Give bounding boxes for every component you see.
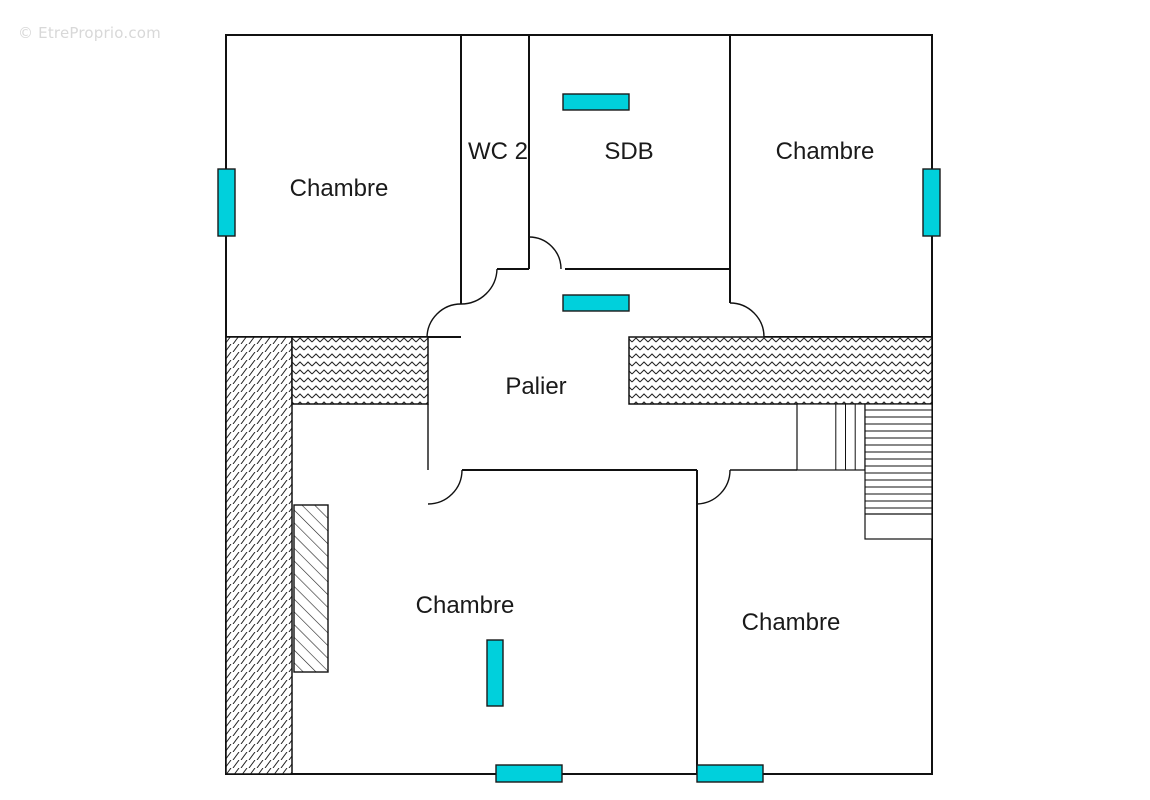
door-arc-chambre-tr — [729, 302, 765, 338]
door-arc-chambre-tl — [460, 268, 498, 305]
watermark: © EtreProprio.com — [18, 24, 161, 42]
label-chambre-top-left: Chambre — [290, 175, 389, 202]
door-arc-palier-left — [426, 303, 462, 339]
radiator-chambre-bc — [486, 639, 504, 707]
hatch-left-horizontal — [291, 336, 429, 405]
radiator-sdb — [562, 93, 630, 111]
label-sdb: SDB — [604, 138, 653, 165]
door-arc-chambre-br — [696, 469, 731, 505]
hatch-right-horizontal — [628, 336, 933, 405]
radiator-chambre-tr — [922, 168, 941, 237]
label-wc2: WC 2 — [468, 138, 528, 165]
chimney-block — [293, 504, 329, 673]
radiator-bottom-left — [495, 764, 563, 783]
hatch-left-vertical — [225, 336, 293, 775]
label-chambre-bottom-right: Chambre — [742, 609, 841, 636]
door-arc-wc — [528, 236, 562, 270]
radiator-bottom-right — [696, 764, 764, 783]
radiator-chambre-tl — [217, 168, 236, 237]
door-arc-chambre-bc — [427, 469, 463, 505]
label-chambre-bottom-center: Chambre — [416, 592, 515, 619]
staircase — [796, 403, 933, 540]
label-palier: Palier — [505, 373, 566, 400]
radiator-palier — [562, 294, 630, 312]
label-chambre-top-right: Chambre — [776, 138, 875, 165]
